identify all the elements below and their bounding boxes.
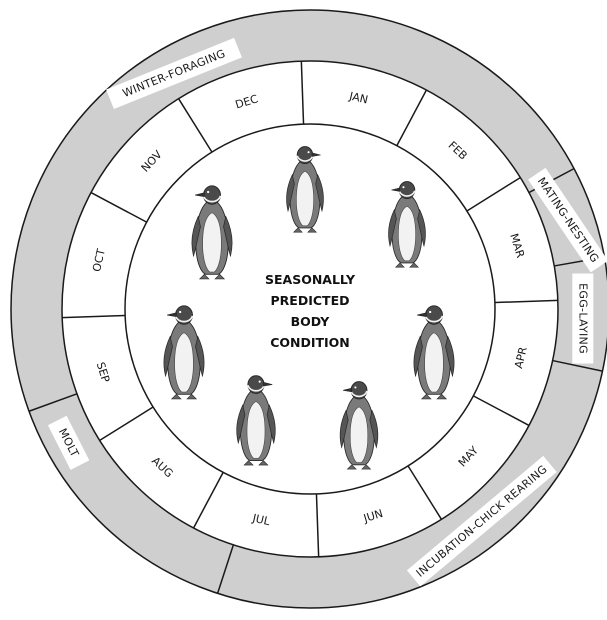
month-divider: [99, 406, 154, 442]
month-divider: [494, 299, 558, 304]
phase-label-box: [406, 455, 557, 587]
center-title: SEASONALLY PREDICTED BODY CONDITION: [265, 272, 356, 350]
month-divider: [62, 314, 126, 319]
month-label-oct: OCT: [90, 247, 108, 273]
phase-divider: [28, 393, 78, 412]
phase-divider: [216, 544, 235, 594]
center-title-line-3: BODY: [291, 314, 331, 329]
month-dividers: [62, 61, 558, 557]
month-label-jan: JAN: [347, 89, 369, 106]
phase-label-box: [106, 37, 242, 110]
center-title-line-4: CONDITION: [270, 335, 350, 350]
month-label-jun: JUN: [361, 507, 384, 525]
month-divider: [90, 191, 148, 223]
phase-label-text: EGG-LAYING: [576, 283, 589, 354]
month-divider: [466, 176, 521, 212]
month-label-jul: JUL: [250, 511, 272, 528]
month-divider: [177, 98, 213, 153]
month-divider: [396, 89, 428, 147]
month-label-apr: APR: [512, 345, 530, 370]
phase-label-box: [47, 415, 90, 470]
phase-divider: [552, 359, 603, 372]
phase-label-egg-laying: EGG-LAYING: [572, 273, 594, 364]
month-divider: [192, 471, 224, 529]
center-title-line-2: PREDICTED: [271, 293, 350, 308]
month-label-sep: SEP: [94, 361, 113, 385]
month-divider: [472, 395, 530, 427]
month-divider: [407, 465, 443, 520]
month-divider: [315, 493, 320, 557]
phase-label-box: [572, 273, 594, 364]
center-title-line-1: SEASONALLY: [265, 272, 356, 287]
phase-label-box: [528, 167, 607, 273]
month-divider: [300, 61, 305, 125]
